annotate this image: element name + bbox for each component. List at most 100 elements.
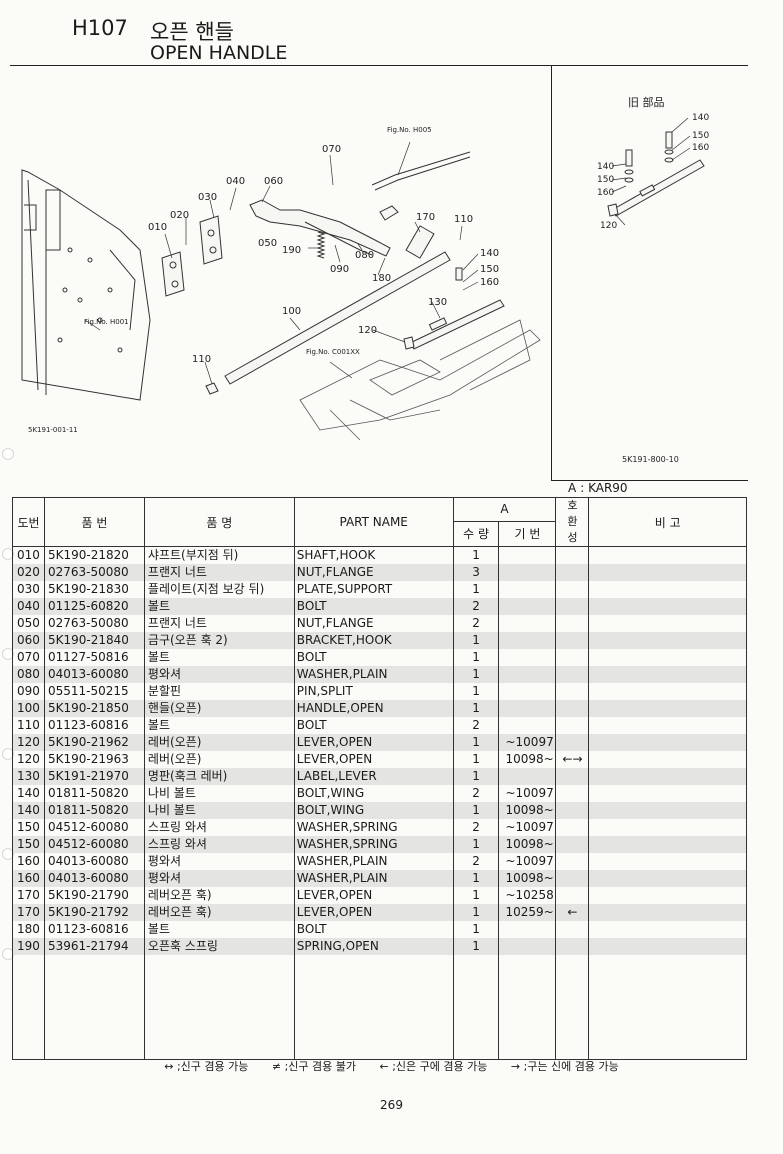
- cell-part-name: SHAFT,HOOK: [293, 546, 454, 564]
- cell-serial: [498, 581, 557, 598]
- cell-name-ko: 명판(훅크 레버): [143, 768, 295, 785]
- cell-interchange: [555, 853, 590, 870]
- cell-part-name: WASHER,SPRING: [293, 836, 454, 853]
- cell-interchange: [555, 546, 590, 564]
- cell-no: 030: [12, 581, 45, 598]
- cell-serial: [498, 921, 557, 938]
- header-interchange-3: 성: [567, 531, 578, 544]
- cell-serial: [498, 938, 557, 955]
- cell-name-ko: 볼트: [143, 717, 295, 734]
- callout-190: 190: [282, 245, 301, 256]
- cell-no: 060: [12, 632, 45, 649]
- cell-interchange: [555, 683, 590, 700]
- cell-interchange: [555, 649, 590, 666]
- hook-lever: [249, 151, 471, 259]
- cell-no: 110: [12, 717, 45, 734]
- cell-no: 100: [12, 700, 45, 717]
- callout-080: 080: [355, 250, 374, 261]
- cell-name-ko: 스프링 와셔: [143, 836, 295, 853]
- cell-name-ko: 스프링 와셔: [143, 819, 295, 836]
- cell-interchange: [555, 768, 590, 785]
- cell-empty: [293, 955, 454, 1060]
- cell-interchange: [555, 734, 590, 751]
- cell-part-name: WASHER,PLAIN: [293, 666, 454, 683]
- cell-name-ko: 볼트: [143, 921, 295, 938]
- fig-ref-h001: Fig.No. H001: [84, 318, 129, 326]
- cell-serial: [498, 717, 557, 734]
- cell-name-ko: 오픈훅 스프링: [143, 938, 295, 955]
- callout-140: 140: [480, 248, 499, 259]
- cell-interchange: [555, 921, 590, 938]
- diagram-bottom-rule: [551, 480, 748, 481]
- cell-no: 040: [12, 598, 45, 615]
- cell-qty: 2: [452, 615, 500, 632]
- callout-110-lower: 110: [192, 354, 211, 365]
- cell-remarks: [588, 768, 747, 785]
- cell-part-no: 53961-21794: [43, 938, 145, 955]
- cell-interchange: [555, 870, 590, 887]
- cell-qty: 1: [452, 802, 500, 819]
- model-legend: A: KAR90: [568, 481, 628, 495]
- callout-170: 170: [416, 212, 435, 223]
- cell-qty: 1: [452, 751, 500, 768]
- callout-060: 060: [264, 176, 283, 187]
- header-part-name: PART NAME: [293, 497, 454, 547]
- binder-hole: [2, 448, 14, 460]
- cell-serial: [498, 768, 557, 785]
- cell-empty: [588, 955, 747, 1060]
- header-serial: 기 번: [498, 520, 557, 548]
- cell-part-name: LEVER,OPEN: [293, 751, 454, 768]
- side-frame: [21, 169, 151, 401]
- cell-part-name: NUT,FLANGE: [293, 564, 454, 581]
- page-title-english: OPEN HANDLE: [150, 42, 288, 64]
- cell-part-no: 5K190-21962: [43, 734, 145, 751]
- cell-name-ko: 플레이트(지점 보강 뒤): [143, 581, 295, 598]
- cell-empty: [555, 955, 590, 1060]
- cell-part-name: WASHER,PLAIN: [293, 870, 454, 887]
- callout-labels: 010 020 030 040 050 060 070 080 090 100 …: [148, 113, 709, 365]
- cell-empty: [143, 955, 295, 1060]
- cell-name-ko: 프랜지 너트: [143, 615, 295, 632]
- cell-serial: [498, 649, 557, 666]
- cell-qty: 1: [452, 666, 500, 683]
- cell-serial: [498, 632, 557, 649]
- diagram-code-right: 5K191-800-10: [622, 455, 679, 464]
- header-group-a: A: [452, 497, 557, 522]
- cell-interchange: [555, 938, 590, 955]
- cell-remarks: [588, 819, 747, 836]
- cell-name-ko: 레버(오픈): [143, 751, 295, 768]
- cell-interchange: [555, 819, 590, 836]
- cell-interchange: [555, 785, 590, 802]
- cell-part-no: 01811-50820: [43, 785, 145, 802]
- cell-qty: 2: [452, 598, 500, 615]
- cell-empty: [12, 955, 45, 1060]
- cell-part-name: LEVER,OPEN: [293, 887, 454, 904]
- cell-part-name: HANDLE,OPEN: [293, 700, 454, 717]
- cell-no: 180: [12, 921, 45, 938]
- cell-name-ko: 레버오픈 훅): [143, 887, 295, 904]
- open-handle-rod: [205, 251, 451, 395]
- header-part-no: 품 번: [43, 497, 145, 547]
- cell-name-ko: 샤프트(부지점 뒤): [143, 546, 295, 564]
- cell-part-no: 02763-50080: [43, 564, 145, 581]
- cell-name-ko: 평와셔: [143, 853, 295, 870]
- cell-part-no: 04512-60080: [43, 819, 145, 836]
- cell-remarks: [588, 751, 747, 768]
- header-qty: 수 량: [452, 520, 500, 548]
- cell-part-no: 5K190-21790: [43, 887, 145, 904]
- cell-qty: 1: [452, 836, 500, 853]
- cell-serial: [498, 564, 557, 581]
- cell-qty: 1: [452, 887, 500, 904]
- cell-remarks: [588, 717, 747, 734]
- cell-serial: [498, 598, 557, 615]
- cell-part-no: 5K191-21970: [43, 768, 145, 785]
- cell-part-name: BOLT: [293, 598, 454, 615]
- cell-remarks: [588, 785, 747, 802]
- cell-no: 150: [12, 819, 45, 836]
- cell-no: 170: [12, 904, 45, 921]
- cell-qty: 1: [452, 870, 500, 887]
- cell-no: 120: [12, 751, 45, 768]
